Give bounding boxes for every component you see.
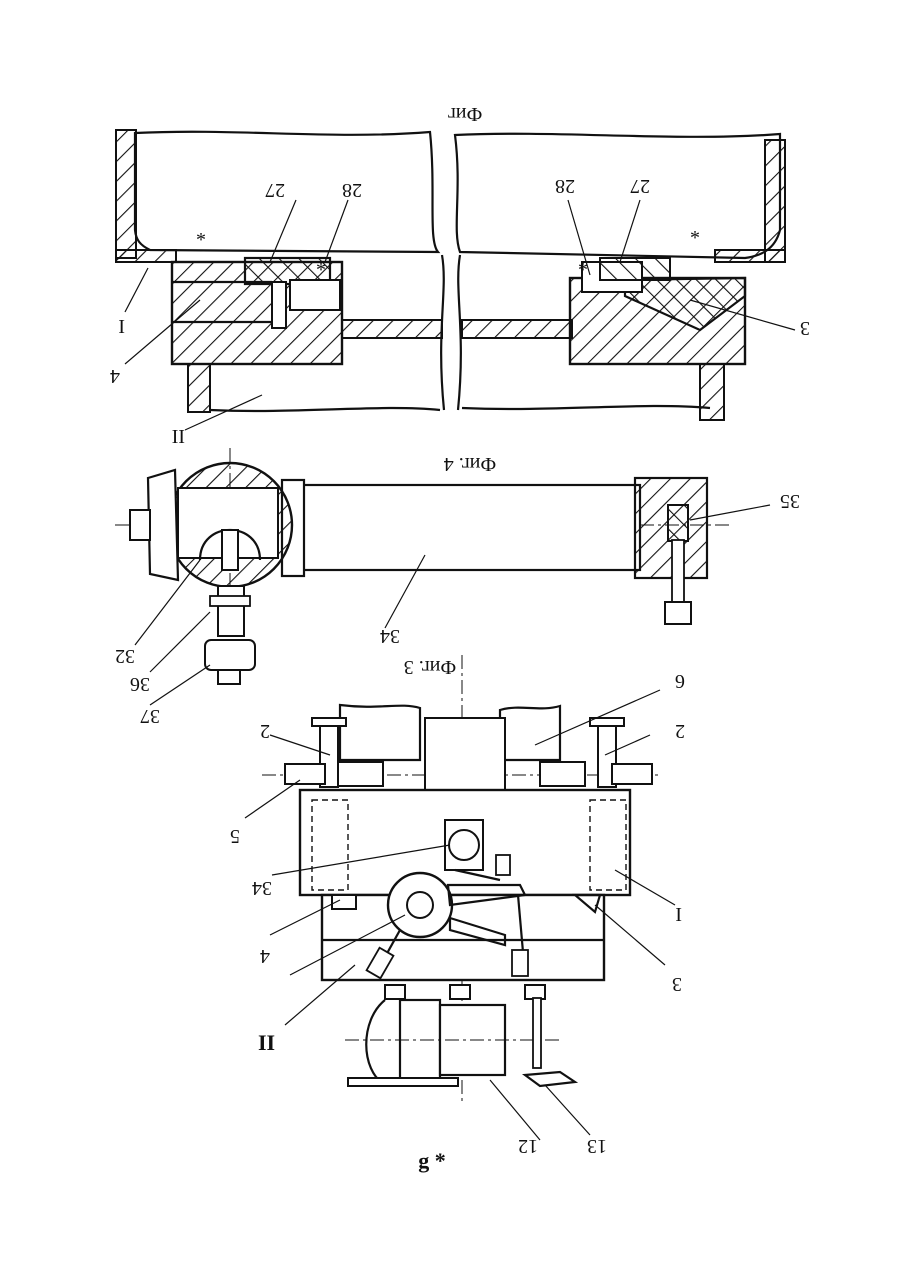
left-wall [116, 130, 136, 258]
figure-bottom: Фиг. 3 [230, 655, 685, 1157]
foot-2 [450, 985, 470, 999]
leader-5 [245, 780, 300, 818]
label-27-right: 27 [630, 175, 650, 197]
key-35 [668, 505, 688, 541]
left-leg [188, 364, 210, 412]
leader-28-left [325, 200, 348, 262]
star-mid-left: * [316, 259, 326, 281]
spring-right [512, 950, 528, 976]
nut-tip [218, 670, 240, 684]
leader-I [125, 268, 148, 312]
figure-middle: Фиг. 4 35 34 32 36 37 [115, 448, 800, 727]
label-35: 35 [780, 490, 800, 512]
label-2-left: 2 [260, 720, 270, 742]
break-line-left [441, 255, 444, 410]
label-3: 3 [672, 973, 682, 995]
label-4: 4 [110, 365, 120, 387]
left-wall-base [116, 250, 176, 262]
right-leg [700, 364, 724, 420]
motor-base [348, 1078, 458, 1086]
beam-right [462, 320, 572, 338]
handle-13 [525, 1072, 575, 1086]
label-II: II [172, 425, 185, 447]
figure-bottom-caption: Фиг. 3 [404, 656, 456, 678]
handle-rod [533, 998, 541, 1068]
lower-outline-right [462, 406, 710, 409]
label-12: 12 [518, 1135, 538, 1157]
lower-outline-left [210, 408, 440, 411]
part-6 [425, 718, 505, 798]
pin [222, 530, 238, 570]
right-wall-base [715, 250, 785, 262]
upper-right-panel [500, 706, 560, 760]
screw-5-right [612, 764, 652, 784]
figure-middle-caption: Фиг. 4 [444, 453, 496, 475]
housing-34-bore [449, 830, 479, 860]
bolt [672, 540, 684, 602]
body-right-outline [455, 134, 780, 258]
label-I: I [118, 315, 125, 337]
label-28-left: 28 [342, 179, 362, 201]
label-I: I [675, 903, 682, 925]
stem-36 [218, 586, 244, 636]
label-4: 4 [260, 945, 270, 967]
leader-27-left [270, 200, 296, 262]
leader-36 [150, 612, 210, 672]
nut-37 [205, 640, 255, 670]
right-wall [765, 140, 785, 262]
leader-13 [545, 1085, 590, 1135]
left-insert-28 [290, 280, 340, 310]
leader-37 [150, 665, 210, 705]
label-32: 32 [115, 645, 135, 667]
cap-nut [130, 510, 150, 540]
left-slot [272, 282, 286, 328]
leader-3-bottom [595, 905, 665, 965]
screw-5-left [285, 764, 325, 784]
foot-3 [525, 985, 545, 999]
upper-left-panel [340, 705, 420, 760]
label-II-bottom: II [258, 1030, 275, 1055]
body-left-outline [135, 132, 438, 252]
stem-collar [210, 596, 250, 606]
footer-mark: g * [418, 1148, 446, 1173]
motor-end-arc [366, 1000, 385, 1085]
tube-34 [300, 485, 640, 570]
lower-chassis [322, 895, 604, 980]
bolt-head [665, 602, 691, 624]
label-6: 6 [675, 670, 685, 692]
star-top-right: * [690, 227, 700, 249]
label-13: 13 [587, 1135, 607, 1157]
beam-left [342, 320, 442, 338]
right-wedge-27 [600, 258, 670, 280]
label-5: 5 [230, 825, 240, 847]
figure-top: Фиг 27 28 28 [110, 103, 810, 447]
end-cap [148, 470, 178, 580]
foot-1 [385, 985, 405, 999]
cam-hub [407, 892, 433, 918]
label-34: 34 [252, 877, 272, 899]
small-bolt [496, 855, 510, 875]
label-28-right: 28 [555, 175, 575, 197]
label-2-right: 2 [675, 720, 685, 742]
label-34: 34 [380, 625, 400, 647]
label-36: 36 [130, 673, 150, 695]
leader-12 [490, 1080, 540, 1140]
leader-27-right [620, 200, 640, 262]
figure-top-caption: Фиг [448, 103, 483, 125]
label-3: 3 [800, 317, 810, 339]
leader-II-bottom [285, 965, 355, 1025]
nut-left [338, 762, 383, 786]
nut-right [540, 762, 585, 786]
label-27-left: 27 [265, 179, 285, 201]
star-top-left: * [196, 229, 206, 251]
break-line-right [458, 255, 461, 410]
post-2-left-cap [312, 718, 346, 726]
label-37: 37 [140, 705, 160, 727]
